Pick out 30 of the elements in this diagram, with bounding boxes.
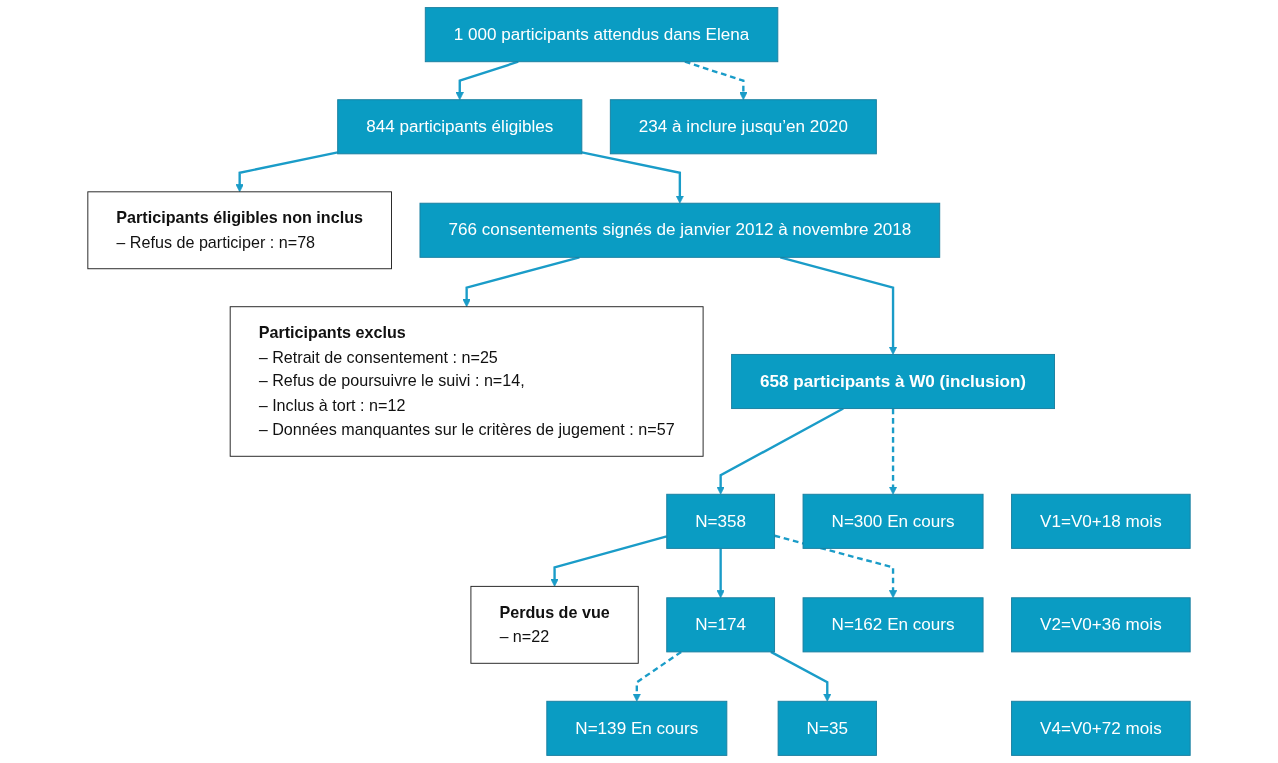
arrow xyxy=(632,650,682,702)
node-box: 1 000 participants attendus dans Elena xyxy=(424,7,779,63)
node-box: N=139 En cours xyxy=(546,700,728,756)
node-box: 766 consentements signés de janvier 2012 à novembre 2018 xyxy=(419,202,941,258)
node-box: N=162 En cours xyxy=(802,597,984,653)
arrow xyxy=(888,408,898,495)
arrow xyxy=(774,534,898,599)
arrow xyxy=(716,548,725,599)
node-box: V1=V0+18 mois xyxy=(1011,493,1191,549)
arrow xyxy=(581,151,685,204)
node-box: 234 à inclure jusqu’en 2020 xyxy=(609,99,877,155)
node-box: Perdus de vue – n=22 xyxy=(470,585,639,664)
arrow xyxy=(780,256,898,355)
node-box: N=174 xyxy=(666,597,776,653)
node-box: N=300 En cours xyxy=(802,493,984,549)
arrow xyxy=(455,60,519,101)
node-box: 844 participants éligibles xyxy=(337,99,583,155)
arrow xyxy=(716,407,844,495)
arrow xyxy=(550,535,668,587)
arrow xyxy=(684,60,748,101)
arrow xyxy=(235,151,338,193)
node-box: V4=V0+72 mois xyxy=(1011,700,1191,756)
node-box: Participants exclus – Retrait de consentement : n=25 – Refus de poursuivre le suivi : n=14, – Inclus à tort : n=12 – Données manquantes sur le critères de jugement : n=57 xyxy=(229,306,704,457)
node-box: Participants éligibles non inclus – Refus de participer : n=78 xyxy=(87,191,392,270)
node-box: 658 participants à W0 (inclusion) xyxy=(731,353,1055,410)
node-box: N=358 xyxy=(666,493,776,549)
arrow xyxy=(462,256,580,308)
node-box: N=35 xyxy=(777,700,877,756)
node-box: V2=V0+36 mois xyxy=(1011,597,1191,653)
arrow xyxy=(770,650,832,702)
